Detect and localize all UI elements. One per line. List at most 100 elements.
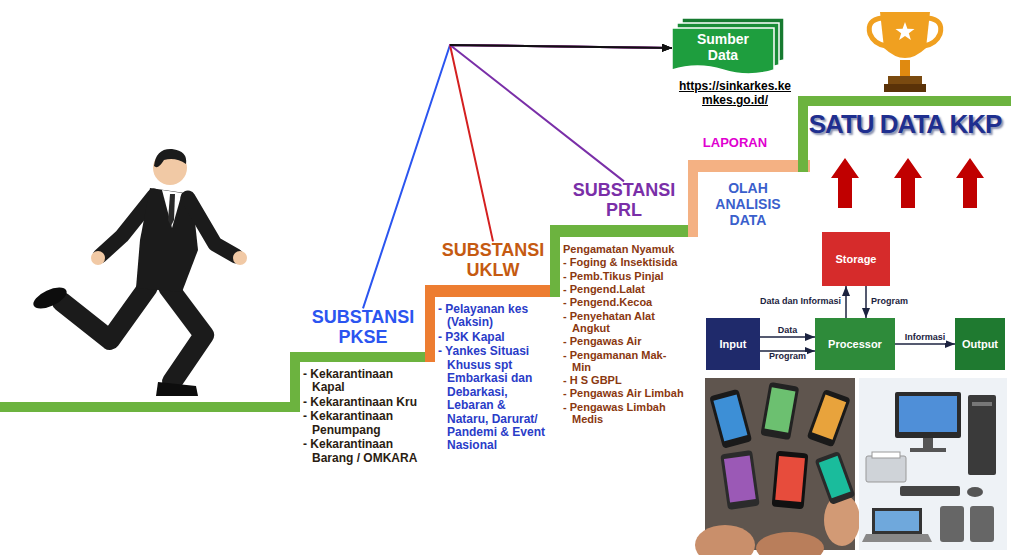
connector-arrow	[895, 343, 955, 345]
step-heading: SUBSTANSI PRL	[563, 181, 685, 221]
computers-photo	[872, 452, 900, 458]
process-box: Processor	[815, 318, 895, 370]
running-businessman	[91, 251, 105, 265]
phones-photo	[756, 532, 824, 555]
list-item: - Pengend.Lalat	[563, 283, 685, 295]
phones-photo	[709, 389, 752, 449]
step-heading: SUBSTANSI PKSE	[303, 308, 423, 348]
step-heading: SUBSTANSI UKLW	[438, 241, 548, 281]
computers-photo	[900, 486, 960, 496]
list-item: - Pengawas Limbah Medis	[563, 401, 685, 426]
computers-photo	[940, 506, 964, 542]
stair-steps	[425, 285, 558, 297]
box-label: Sumber Data	[687, 31, 759, 63]
url-link: https://sinkarkes.kemkes.go.id/	[674, 80, 796, 108]
running-businessman	[162, 190, 182, 228]
process-box: Output	[955, 318, 1005, 370]
step-block: SUBSTANSI PRL Pengamatan Nyamuk- Foging &…	[563, 181, 685, 426]
list-item: - Pemb.Tikus Pinjal	[563, 270, 685, 282]
process-box: Input	[706, 318, 760, 370]
phones-photo	[760, 382, 799, 440]
stair-steps	[688, 160, 810, 172]
phones-photo	[760, 382, 799, 440]
phones-photo	[709, 389, 752, 449]
trophy-icon	[900, 60, 910, 76]
connector-label: Program	[870, 297, 909, 307]
list-item: - P3K Kapal	[438, 331, 548, 344]
phones-photo	[807, 389, 851, 447]
connector-label: Data	[777, 326, 799, 336]
up-arrows	[956, 158, 984, 208]
running-businessman	[30, 149, 247, 396]
trophy-icon	[896, 22, 915, 40]
phones-photo	[772, 451, 809, 510]
running-businessman	[62, 287, 148, 340]
stair-steps	[290, 352, 430, 362]
computers-photo	[968, 395, 996, 475]
box-label: Processor	[828, 338, 882, 350]
box-label: Storage	[836, 253, 877, 265]
phones-photo	[720, 450, 759, 510]
trophy-icon	[888, 76, 922, 84]
phones-photo	[812, 395, 846, 440]
computers-photo	[895, 392, 961, 438]
phones-photo	[775, 456, 805, 502]
up-arrows	[894, 158, 922, 208]
stair-steps	[798, 96, 1011, 106]
computers-photo	[866, 456, 906, 482]
list-item: - Kekarantinaan Kru	[303, 396, 423, 409]
list-item: - Pengawas Air	[563, 335, 685, 347]
list-item: Pengamatan Nyamuk	[563, 243, 685, 255]
connector-arrow	[865, 286, 867, 318]
running-businessman	[156, 382, 198, 396]
phones-photo	[772, 451, 809, 510]
phones-photo	[824, 494, 860, 546]
computers-photo	[862, 534, 932, 542]
list-item: - Foging & Insektisida	[563, 256, 685, 268]
up-arrows	[831, 158, 859, 208]
banner-title: SATU DATA KKP	[803, 110, 1007, 140]
trophy-icon	[880, 12, 930, 58]
trophy-icon	[869, 12, 941, 92]
computers-photo	[859, 378, 1007, 550]
running-businessman	[233, 251, 247, 265]
list-item: - Kekarantinaan Barang / OMKARA	[303, 438, 423, 465]
list-item: - Pengawas Air Limbah	[563, 387, 685, 399]
phones-photo	[724, 455, 756, 502]
list-item: - H S GBPL	[563, 374, 685, 386]
computers-photo	[923, 438, 933, 448]
computers-photo	[859, 378, 1007, 550]
merge-line	[450, 45, 672, 48]
stair-steps	[798, 96, 808, 172]
running-businessman	[188, 198, 236, 256]
box-label: Output	[962, 338, 998, 350]
report-label: LAPORAN	[674, 136, 796, 151]
connector-arrow	[363, 45, 672, 308]
phones-photo	[815, 451, 856, 505]
connector-arrow	[760, 336, 815, 338]
list-item: - Kekarantinaan Kapal	[303, 368, 423, 395]
list-item: - Kekarantinaan Penumpang	[303, 410, 423, 437]
up-arrows	[831, 158, 984, 208]
connector-arrow	[845, 286, 847, 318]
running-businessman	[30, 283, 69, 313]
phones-photo	[819, 456, 851, 499]
list-item: - Pelayanan kes (Vaksin)	[438, 303, 548, 330]
phones-photo	[807, 389, 851, 447]
phones-photo	[695, 525, 755, 555]
phones-photo	[765, 387, 796, 433]
connector-label: Program	[768, 352, 807, 362]
computers-photo	[899, 396, 957, 432]
trophy-icon	[884, 84, 926, 92]
document-page	[672, 28, 774, 74]
document-shape: Sumber Data	[672, 18, 784, 78]
running-businessman	[168, 287, 204, 382]
stair-steps	[0, 402, 300, 412]
step-block: SUBSTANSI PKSE- Kekarantinaan Kapal- Kek…	[303, 308, 423, 466]
phones-photo	[695, 378, 860, 555]
computers-photo	[872, 508, 922, 534]
computers-photo	[970, 506, 994, 542]
running-businessman	[154, 149, 186, 167]
step-label: OLAH ANALISIS DATA	[700, 180, 796, 228]
